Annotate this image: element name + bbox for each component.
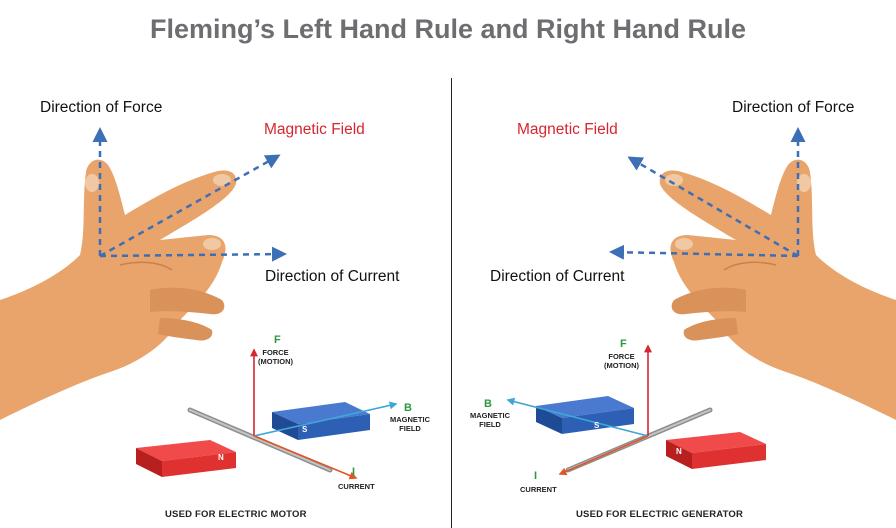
right-generator-diagram (506, 344, 766, 476)
left-hand-illustration (0, 127, 287, 420)
right-hand-illustration (609, 127, 896, 420)
left-current-small-label: CURRENT (338, 482, 375, 491)
left-magnet-n-side (136, 448, 162, 477)
right-i-letter: I (534, 470, 538, 482)
left-direction-of-current-label: Direction of Current (265, 268, 400, 285)
right-direction-of-force-label: Direction of Force (732, 99, 855, 116)
left-magnetic-field-small-label: MAGNETIC FIELD (390, 415, 430, 433)
right-force-motion-label: FORCE (MOTION) (604, 352, 639, 370)
right-b-letter: B (484, 398, 492, 410)
left-f-letter: F (274, 334, 281, 346)
left-magnet-s-label: S (302, 425, 308, 434)
left-magnetic-field-label: Magnetic Field (264, 121, 365, 138)
right-direction-of-current-label: Direction of Current (490, 268, 625, 285)
left-magnet-n-front (162, 452, 236, 477)
right-f-letter: F (620, 338, 627, 350)
left-magnet-n-label: N (218, 453, 224, 462)
left-magnet-s-top (272, 402, 370, 424)
left-current-arrow (253, 435, 358, 480)
page-title: Fleming’s Left Hand Rule and Right Hand … (149, 14, 747, 44)
left-b-letter: B (404, 402, 412, 414)
right-magnetic-field-label: Magnetic Field (517, 121, 618, 138)
right-magnet-n-label: N (676, 447, 682, 456)
left-magnet-n-top (136, 440, 236, 461)
left-force-motion-label: FORCE (MOTION) (258, 348, 293, 366)
left-motor-diagram (136, 348, 398, 480)
left-caption: USED FOR ELECTRIC MOTOR (165, 509, 307, 520)
right-magnetic-field-small-label: MAGNETIC FIELD (470, 411, 510, 429)
left-direction-of-force-label: Direction of Force (40, 99, 163, 116)
right-magnet-s-label: S (594, 421, 600, 430)
left-i-letter: I (352, 466, 356, 478)
left-field-arrow (253, 401, 398, 437)
right-caption: USED FOR ELECTRIC GENERATOR (576, 509, 744, 520)
right-current-small-label: CURRENT (520, 485, 557, 494)
center-divider (451, 78, 452, 528)
